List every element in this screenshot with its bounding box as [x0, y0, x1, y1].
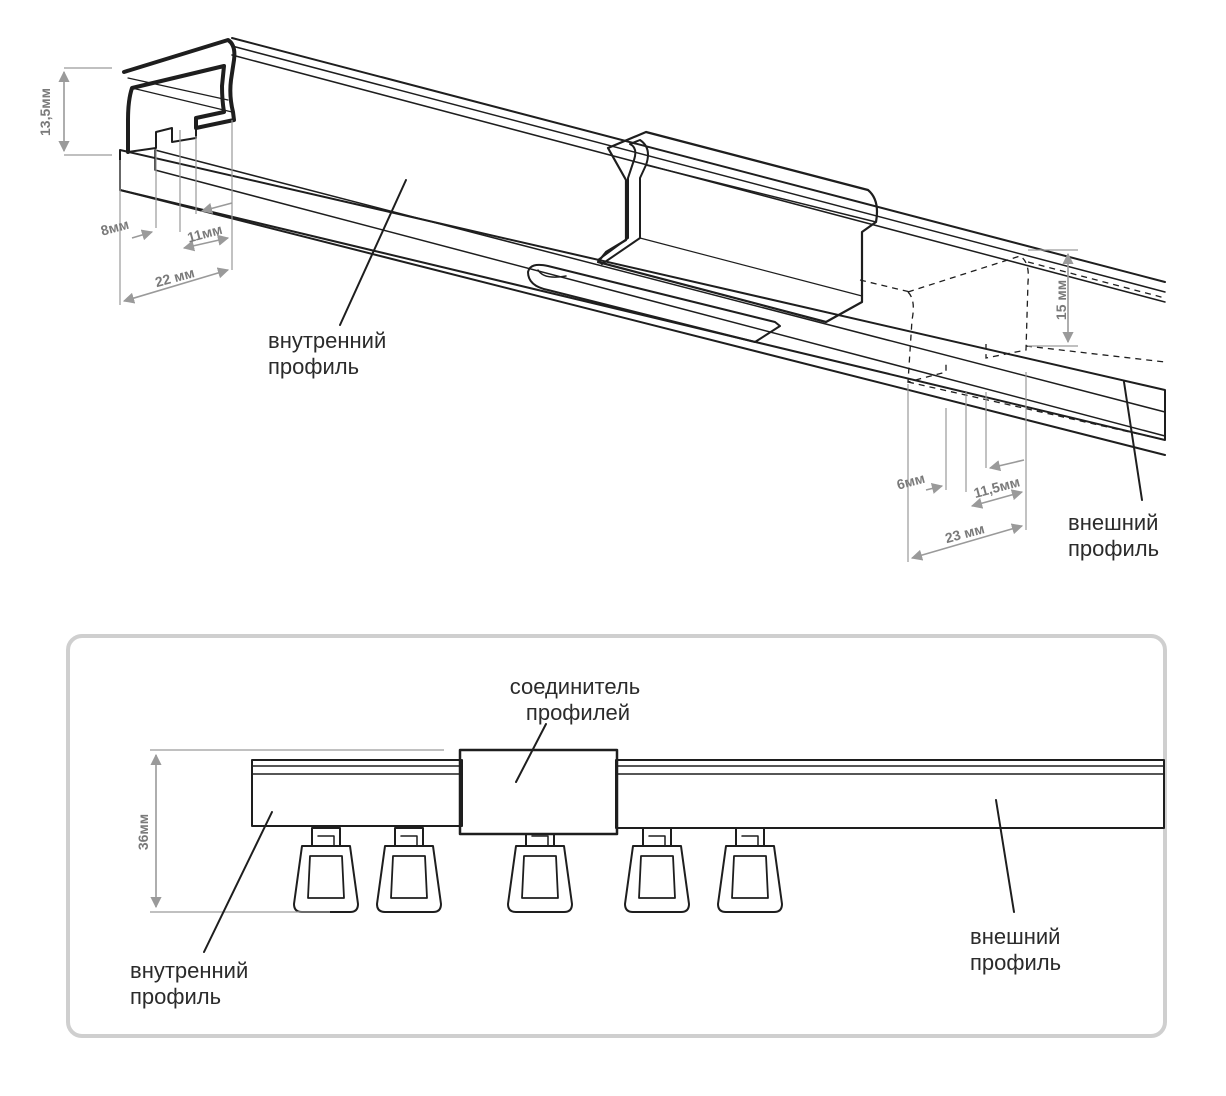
leader-outer-top: [1123, 381, 1143, 501]
side-hooks: [293, 827, 783, 913]
dim-inner-height: 13,5мм: [37, 88, 53, 136]
label-outer-profile-side: внешний профиль: [970, 924, 1067, 975]
isometric-view: 13,5мм 8мм 11мм 22 мм 15 мм: [37, 37, 1166, 562]
dim-side-height: 36мм: [135, 814, 151, 850]
label-connector: соединитель профилей: [510, 674, 647, 725]
side-inner-profile: [251, 759, 463, 827]
label-inner-profile-top: внутренний профиль: [268, 328, 392, 379]
side-view-panel: 36мм соединитель профилей внутренний про…: [66, 634, 1167, 1038]
dim-outer-inner: 11,5мм: [972, 473, 1022, 501]
inner-profile-dimensions: 13,5мм 8мм 11мм 22 мм: [37, 67, 233, 305]
outer-profile-rail: [119, 37, 1166, 456]
dim-inner-inner: 11мм: [185, 221, 223, 246]
label-outer-profile-top: внешний профиль: [1068, 510, 1165, 561]
dim-outer-height: 15 мм: [1053, 280, 1069, 320]
side-height-dimension: 36мм: [135, 749, 444, 913]
hook: [624, 827, 690, 913]
leader-inner-side: [203, 811, 273, 953]
hook: [293, 827, 359, 913]
leader-connector: [515, 723, 547, 783]
hook: [376, 827, 442, 913]
hook: [507, 833, 573, 913]
leader-inner-top: [339, 179, 407, 326]
outer-profile-section-dashed: [859, 255, 1166, 441]
hook: [717, 827, 783, 913]
leader-outer-side: [995, 799, 1015, 913]
dim-outer-slot: 6мм: [895, 470, 927, 493]
profile-connector: [596, 130, 879, 324]
label-inner-profile-side: внутренний профиль: [130, 958, 254, 1009]
runner-hook: [527, 263, 781, 343]
inner-profile-end: [122, 38, 237, 154]
dim-inner-slot: 8мм: [99, 216, 131, 239]
